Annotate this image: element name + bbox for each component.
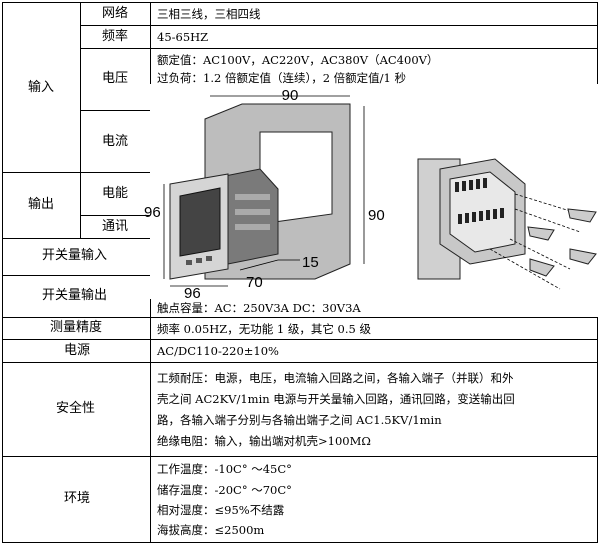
frequency-label: 频率 [102, 29, 129, 44]
switch-input-label: 开关量输入 [42, 248, 108, 263]
safety-line-1: 工频耐压：电源，电压，电流输入回路之间，各输入端子（并联）和外 [157, 371, 514, 385]
voltage-overload-value: 过负荷：1.2 倍额定值（连续），2 倍额定值/1 秒 [157, 71, 407, 85]
comm-label: 通讯 [102, 219, 129, 234]
power-value: AC/DC110-220±10% [157, 344, 279, 358]
dim-90-top: 90 [282, 87, 299, 104]
network-value: 三相三线，三相四线 [157, 7, 261, 21]
safety-line-2: 壳之间 AC2KV/1min 电源与开关量输入回路，通讯回路，变送输出回 [157, 392, 515, 406]
dim-96-left: 96 [144, 204, 161, 221]
frequency-value: 45-65HZ [157, 30, 209, 44]
power-label: 电源 [64, 343, 91, 358]
accuracy-value: 频率 0.05HZ，无功能 1 级，其它 0.5 级 [157, 322, 372, 336]
current-label: 电流 [102, 134, 129, 149]
dim-90-right: 90 [368, 207, 385, 224]
accuracy-label: 测量精度 [50, 320, 103, 335]
dim-15: 15 [302, 254, 319, 271]
env-line-3: 相对湿度：≤95%不结露 [157, 503, 285, 517]
rear-view [417, 158, 597, 290]
switch-output-label: 开关量输出 [42, 288, 108, 303]
switch-output-value: 触点容量：AC：250V3A DC：30V3A [157, 301, 361, 315]
dimension-drawing: 90 90 96 96 70 15 [144, 84, 600, 302]
output-group-label: 输出 [28, 197, 55, 212]
voltage-rated-value: 额定值：AC100V，AC220V，AC380V（AC400V） [157, 53, 439, 67]
safety-line-3: 路，各输入端子分别与各输出端子之间 AC1.5KV/1min [157, 413, 442, 427]
env-line-1: 工作温度：-10C° ～45C° [157, 462, 292, 476]
input-group-label: 输入 [28, 80, 55, 95]
env-line-2: 储存温度：-20C° ～70C° [157, 483, 292, 497]
meter-body [169, 168, 279, 280]
safety-label: 安全性 [56, 401, 96, 416]
voltage-label: 电压 [102, 71, 129, 86]
environment-label: 环境 [64, 491, 91, 506]
safety-line-4: 绝缘电阻：输入，输出端对机壳>100MΩ [157, 434, 371, 448]
dim-96-bottom: 96 [184, 285, 201, 302]
network-label: 网络 [102, 6, 129, 21]
env-line-4: 海拔高度：≤2500m [157, 523, 265, 537]
energy-label: 电能 [102, 186, 129, 201]
dim-70: 70 [246, 274, 263, 291]
